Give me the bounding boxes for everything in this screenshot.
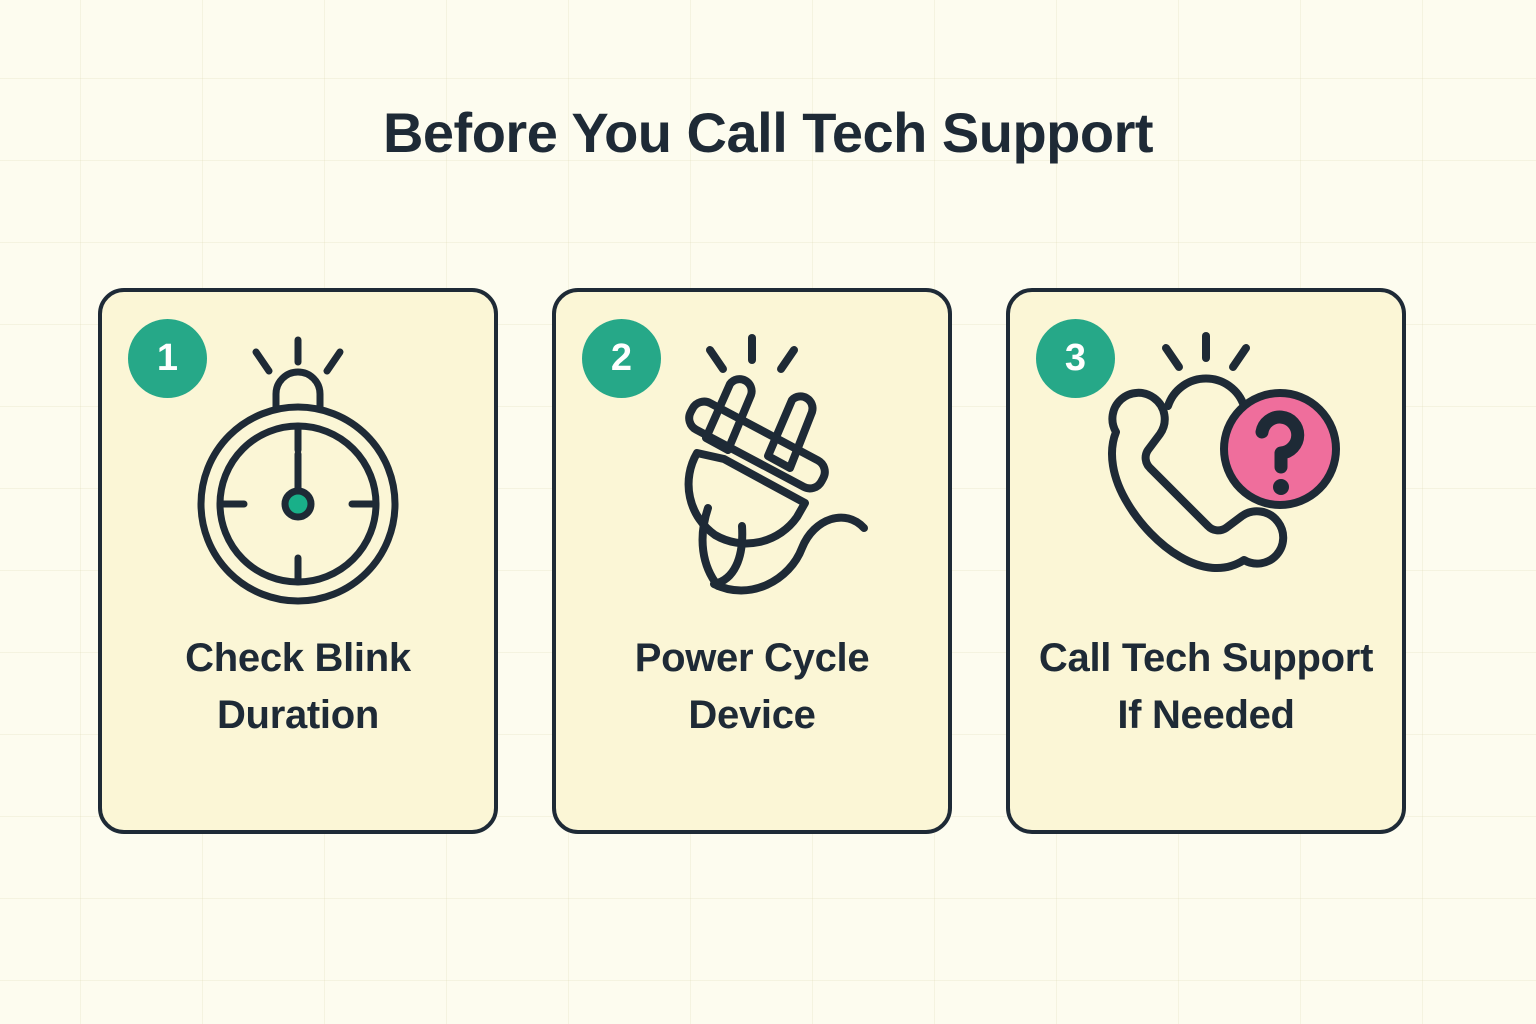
step-card-3[interactable]: 3 Call Tech Support If Neede [1006, 288, 1406, 834]
step-number-badge-3: 3 [1036, 319, 1115, 398]
step-card-2[interactable]: 2 [552, 288, 952, 834]
step-label-1: Check Blink Duration [185, 636, 411, 737]
step-number-badge-2: 2 [582, 319, 661, 398]
step-number-badge-1: 1 [128, 319, 207, 398]
stopwatch-icon [148, 332, 448, 622]
steps-card-row: 1 [98, 288, 1410, 834]
step-card-1[interactable]: 1 [98, 288, 498, 834]
page-title: Before You Call Tech Support [382, 101, 1154, 164]
step-label-3: Call Tech Support If Needed [1038, 636, 1374, 737]
power-plug-icon [602, 332, 902, 622]
phone-question-icon [1056, 332, 1356, 622]
step-label-2: Power Cycle Device [634, 636, 870, 737]
